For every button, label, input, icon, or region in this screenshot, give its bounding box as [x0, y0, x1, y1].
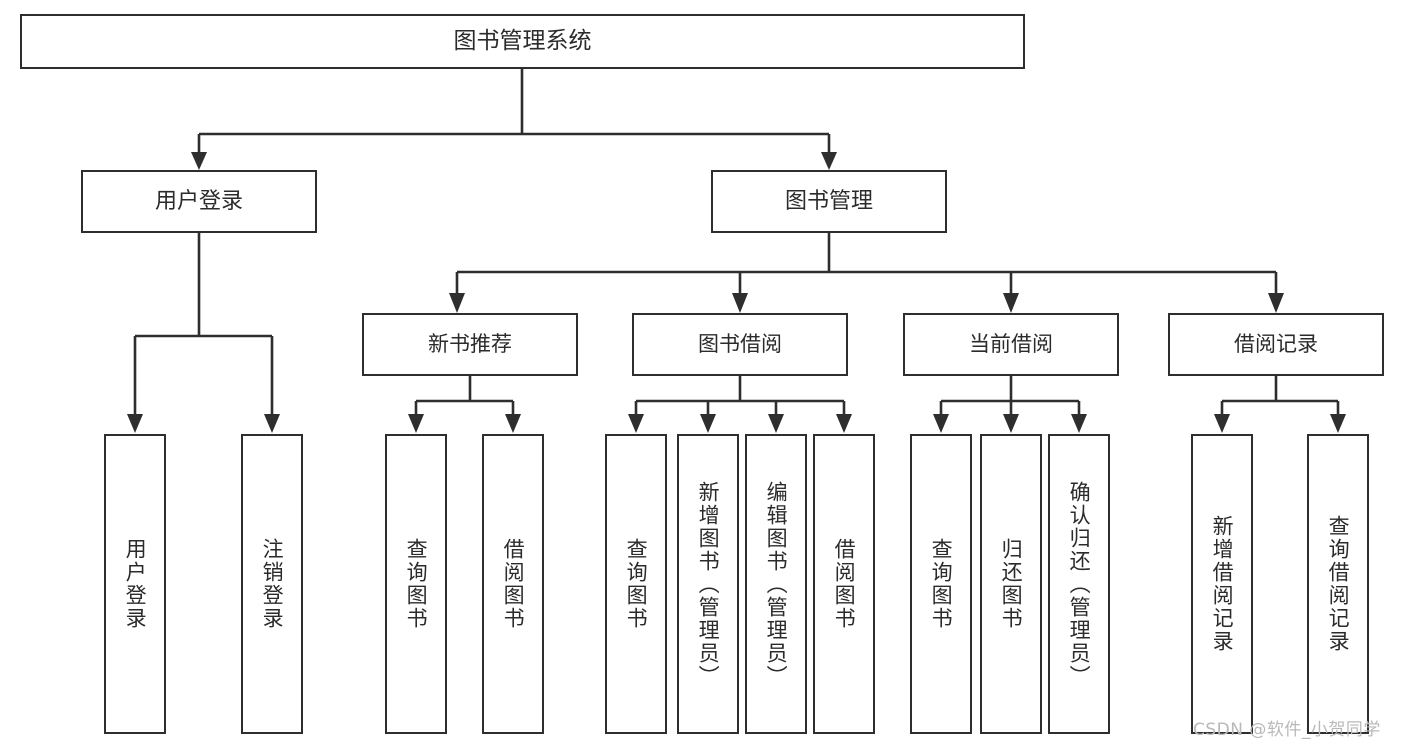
leaf-query-book-a[interactable]: 查询图书	[385, 434, 447, 734]
leaf-query-record[interactable]: 查询借阅记录	[1307, 434, 1369, 734]
leaf-query-record-label: 查询借阅记录	[1326, 515, 1351, 653]
edge-currentborrow-to-leaves	[933, 376, 1087, 433]
node-current-borrow[interactable]: 当前借阅	[903, 313, 1119, 376]
edge-bookmanage-to-level3	[449, 233, 1284, 313]
leaf-confirm-return[interactable]: 确认归还（管理员）	[1048, 434, 1110, 734]
node-user-login-label: 用户登录	[154, 188, 243, 214]
leaf-add-record[interactable]: 新增借阅记录	[1191, 434, 1253, 734]
leaf-borrow-book-a-label: 借阅图书	[501, 538, 526, 630]
node-book-borrow-label: 图书借阅	[698, 332, 782, 357]
leaf-user-login[interactable]: 用户登录	[104, 434, 166, 734]
node-new-book-recommend[interactable]: 新书推荐	[362, 313, 578, 376]
node-book-manage[interactable]: 图书管理	[711, 170, 947, 233]
edge-borrowrecord-to-leaves	[1214, 376, 1346, 433]
node-user-login[interactable]: 用户登录	[81, 170, 317, 233]
leaf-return-book-label: 归还图书	[999, 538, 1024, 630]
edge-bookborrow-to-leaves	[628, 376, 852, 433]
leaf-borrow-book-a[interactable]: 借阅图书	[482, 434, 544, 734]
leaf-query-book-c[interactable]: 查询图书	[910, 434, 972, 734]
leaf-edit-book[interactable]: 编辑图书（管理员）	[745, 434, 807, 734]
node-root[interactable]: 图书管理系统	[20, 14, 1025, 69]
node-new-book-recommend-label: 新书推荐	[428, 332, 512, 357]
leaf-add-book-label: 新增图书（管理员）	[696, 480, 721, 688]
edge-userlogin-to-leaves	[127, 233, 280, 433]
edge-newbook-to-leaves	[408, 376, 521, 433]
leaf-query-book-a-label: 查询图书	[404, 538, 429, 630]
edge-root-to-level2	[191, 69, 837, 170]
leaf-return-book[interactable]: 归还图书	[980, 434, 1042, 734]
node-book-borrow[interactable]: 图书借阅	[632, 313, 848, 376]
node-borrow-record[interactable]: 借阅记录	[1168, 313, 1384, 376]
leaf-user-logout[interactable]: 注销登录	[241, 434, 303, 734]
leaf-borrow-book-b-label: 借阅图书	[832, 538, 857, 630]
leaf-add-record-label: 新增借阅记录	[1210, 515, 1235, 653]
leaf-add-book[interactable]: 新增图书（管理员）	[677, 434, 739, 734]
leaf-user-login-label: 用户登录	[123, 538, 148, 630]
leaf-user-logout-label: 注销登录	[260, 538, 285, 630]
node-current-borrow-label: 当前借阅	[969, 332, 1053, 357]
leaf-query-book-c-label: 查询图书	[929, 538, 954, 630]
node-root-label: 图书管理系统	[453, 28, 592, 55]
leaf-query-book-b[interactable]: 查询图书	[605, 434, 667, 734]
leaf-borrow-book-b[interactable]: 借阅图书	[813, 434, 875, 734]
node-book-manage-label: 图书管理	[784, 188, 873, 214]
node-borrow-record-label: 借阅记录	[1234, 332, 1318, 357]
leaf-query-book-b-label: 查询图书	[624, 538, 649, 630]
leaf-confirm-return-label: 确认归还（管理员）	[1067, 480, 1092, 688]
leaf-edit-book-label: 编辑图书（管理员）	[764, 480, 789, 688]
csdn-watermark: CSDN @软件_小贺同学	[1193, 720, 1381, 740]
